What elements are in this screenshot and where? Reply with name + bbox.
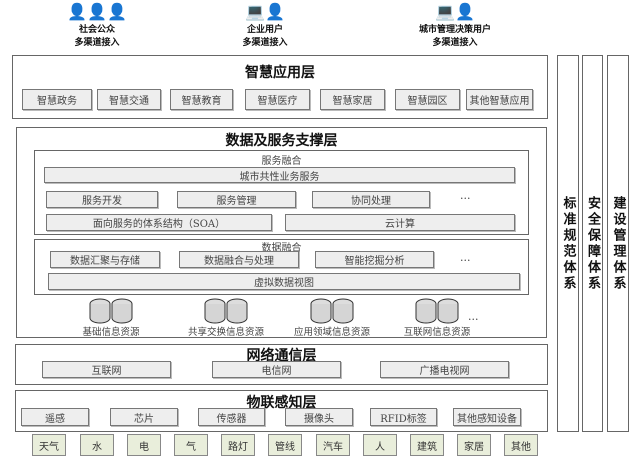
sensing-item: RFID标签 bbox=[370, 408, 437, 426]
sensing-item: 遥感 bbox=[21, 408, 89, 426]
people-icon: 👤👤👤 bbox=[67, 2, 127, 21]
sensing-item: 传感器 bbox=[198, 408, 265, 426]
sensing-item: 其他感知设备 bbox=[453, 408, 521, 426]
channel-label: 多渠道接入 bbox=[74, 38, 120, 48]
object-item: 气 bbox=[174, 434, 208, 456]
app-item: 智慧政务 bbox=[22, 89, 92, 110]
object-item: 水 bbox=[80, 434, 114, 456]
workstation-user-icon: 💻👤 bbox=[435, 2, 475, 21]
sensing-item: 芯片 bbox=[110, 408, 178, 426]
object-item: 人 bbox=[363, 434, 397, 456]
app-item: 智慧教育 bbox=[170, 89, 233, 110]
data-layer-title: 数据及服务支撑层 bbox=[225, 133, 338, 149]
data-item: 数据融合与处理 bbox=[179, 251, 299, 268]
workstation-user-icon: 💻👤 bbox=[245, 2, 285, 21]
user-group-enterprise: 💻👤 企业用户 多渠道接入 bbox=[225, 0, 305, 50]
data-item: 数据汇聚与存储 bbox=[50, 251, 160, 268]
resource-label: 基础信息资源 bbox=[82, 327, 140, 338]
network-item: 广播电视网 bbox=[380, 361, 509, 378]
service-fusion-title: 服务融合 bbox=[261, 156, 302, 167]
object-item: 汽车 bbox=[316, 434, 350, 456]
side-label: 安全保障体系 bbox=[585, 195, 600, 292]
database-icon bbox=[310, 298, 354, 324]
object-item: 电 bbox=[127, 434, 161, 456]
database-icon bbox=[415, 298, 459, 324]
ellipsis: ··· bbox=[468, 313, 479, 326]
resource-label: 互联网信息资源 bbox=[403, 327, 471, 338]
service-item: 服务开发 bbox=[46, 191, 158, 208]
data-item: 智能挖掘分析 bbox=[315, 251, 434, 268]
database-icon bbox=[204, 298, 248, 324]
service-item: 协同处理 bbox=[312, 191, 430, 208]
app-item: 智慧家居 bbox=[320, 89, 385, 110]
resource-label: 共享交换信息资源 bbox=[187, 327, 264, 338]
channel-label: 多渠道接入 bbox=[432, 38, 478, 48]
app-item: 智慧交通 bbox=[97, 89, 161, 110]
object-item: 其他 bbox=[504, 434, 538, 456]
network-item: 互联网 bbox=[42, 361, 171, 378]
database-icon bbox=[89, 298, 133, 324]
object-item: 建筑 bbox=[410, 434, 444, 456]
common-services-bar: 城市共性业务服务 bbox=[44, 167, 515, 183]
object-item: 天气 bbox=[32, 434, 66, 456]
security-column: 安全保障体系 bbox=[582, 55, 603, 432]
resource-label: 应用领域信息资源 bbox=[293, 327, 370, 338]
object-item: 路灯 bbox=[221, 434, 255, 456]
sensing-item: 摄像头 bbox=[285, 408, 353, 426]
ellipsis: ··· bbox=[460, 192, 471, 205]
soa-bar: 面向服务的体系结构（SOA） bbox=[46, 214, 272, 231]
user-label: 企业用户 bbox=[246, 25, 283, 35]
user-group-public: 👤👤👤 社会公众 多渠道接入 bbox=[57, 0, 137, 50]
side-label: 标准规范体系 bbox=[560, 195, 576, 292]
management-column: 建设管理体系 bbox=[607, 55, 629, 432]
user-label: 城市管理决策用户 bbox=[418, 25, 491, 35]
channel-label: 多渠道接入 bbox=[242, 38, 288, 48]
user-group-government: 💻👤 城市管理决策用户 多渠道接入 bbox=[400, 0, 510, 50]
iot-layer-title: 物联感知层 bbox=[246, 395, 317, 411]
virtual-data-view-bar: 虚拟数据视图 bbox=[48, 273, 520, 290]
cloud-bar: 云计算 bbox=[285, 214, 515, 231]
network-item: 电信网 bbox=[212, 361, 341, 378]
app-item: 智慧医疗 bbox=[245, 89, 310, 110]
side-label: 建设管理体系 bbox=[610, 195, 626, 292]
data-fusion-title: 数据融合 bbox=[261, 243, 302, 254]
app-item: 其他智慧应用 bbox=[466, 89, 533, 110]
network-layer-title: 网络通信层 bbox=[246, 348, 317, 364]
user-label: 社会公众 bbox=[78, 25, 115, 35]
app-item: 智慧园区 bbox=[395, 89, 460, 110]
app-layer-title: 智慧应用层 bbox=[245, 65, 315, 81]
standards-column: 标准规范体系 bbox=[557, 55, 579, 432]
service-item: 服务管理 bbox=[177, 191, 296, 208]
object-item: 管线 bbox=[268, 434, 302, 456]
object-item: 家居 bbox=[457, 434, 491, 456]
ellipsis: ··· bbox=[460, 254, 471, 267]
